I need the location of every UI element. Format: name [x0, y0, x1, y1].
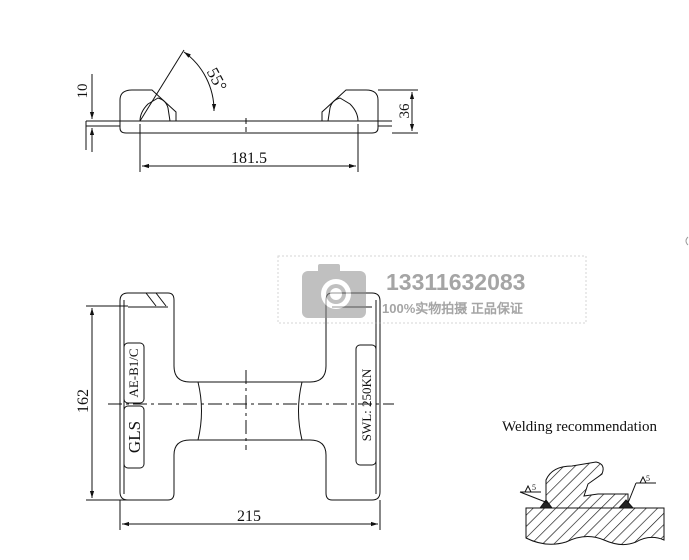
weld-size-left: 5 — [532, 483, 536, 492]
edge-mark — [685, 236, 689, 246]
welding-title: Welding recommendation — [502, 419, 657, 435]
weld-bead-right — [617, 499, 635, 509]
h-outline — [119, 292, 381, 501]
left-label-panel-bottom — [123, 405, 145, 469]
panel-label-swl: SWL: 250KN — [359, 368, 374, 441]
welding-detail — [519, 461, 665, 546]
watermark — [277, 255, 587, 324]
side-base-plate — [86, 120, 392, 134]
camera-icon — [302, 264, 366, 318]
side-view — [85, 49, 418, 172]
weld-size-right: 5 — [646, 474, 650, 483]
dim-angle-label: 55° — [203, 64, 231, 94]
dim-width-label: 181.5 — [231, 150, 267, 167]
right-label-panel — [355, 344, 377, 466]
watermark-slogan: 100%实物拍摄 正品保证 — [382, 301, 523, 316]
weld-hook-profile — [545, 461, 629, 509]
dim-162-label: 162 — [75, 389, 92, 413]
dim-215-label: 215 — [237, 508, 261, 525]
watermark-phone: 13311632083 — [386, 269, 525, 295]
dim-height-label: 36 — [397, 103, 413, 119]
left-label-panel-top — [123, 342, 145, 404]
panel-label-gls: GLS — [125, 421, 144, 453]
weld-bead-left — [539, 499, 553, 509]
dim-thickness-label: 10 — [75, 84, 91, 99]
panel-label-ae-b1c: AE-B1/C — [126, 348, 141, 397]
top-view — [86, 292, 394, 530]
weld-base-plate — [525, 507, 665, 546]
